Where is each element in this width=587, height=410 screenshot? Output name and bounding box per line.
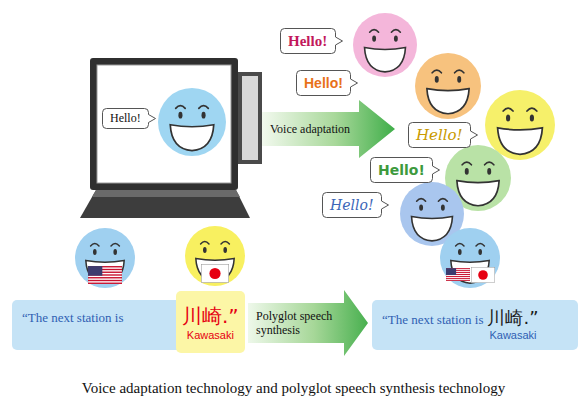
face-features [498, 108, 543, 154]
smiley-face [75, 228, 135, 288]
monitor-screen [97, 65, 231, 183]
bubble-shape [103, 109, 156, 129]
face-features [412, 199, 453, 241]
face-features [86, 244, 124, 284]
japan-flag [201, 264, 228, 282]
smiley-face [185, 226, 245, 286]
japanese-word: 川崎.” [182, 303, 239, 329]
speech-bubble: Hello! [370, 157, 440, 183]
japanese-word: 川崎.” [487, 306, 538, 329]
speech-band: “The next station is川崎.”Kawasaki [372, 300, 578, 350]
smiley-face [440, 228, 500, 288]
keyboard-top [92, 190, 240, 197]
bubble-shape [409, 123, 478, 148]
process-arrow: Voice adaptation [262, 100, 395, 158]
smiley-face [415, 53, 481, 119]
arrow-body [262, 100, 395, 158]
text-column: “The next station is [382, 312, 483, 328]
us-flag [446, 268, 470, 281]
smiley-face [485, 90, 555, 160]
process-arrow: Polyglot speech synthesis [248, 290, 368, 356]
figure-caption: Voice adaptation technology and polyglot… [0, 380, 587, 397]
english-phrase: “The next station is [22, 310, 123, 326]
bubble-shape [323, 193, 389, 218]
speech-bubble: Hello! [296, 70, 358, 96]
english-phrase: “The next station is [382, 312, 483, 328]
romanized-word: Kawasaki [187, 329, 234, 341]
speech-bubble: Hello! [102, 108, 156, 129]
speech-band: “The next station is [12, 300, 187, 350]
keyboard-base [80, 190, 250, 218]
face-features [170, 106, 214, 151]
speech-bubble: Hello! [280, 28, 343, 54]
smiley-face [353, 13, 417, 77]
arrow-label: Polyglot speech synthesis [248, 309, 336, 338]
bubble-shape [297, 71, 358, 96]
face-features [427, 70, 469, 114]
bubble-shape [371, 158, 440, 183]
bubble-text: Hello! [288, 33, 327, 49]
bubble-text: Hello! [378, 162, 425, 178]
speech-band: 川崎.”Kawasaki [176, 291, 245, 353]
text-column: 川崎.”Kawasaki [182, 303, 239, 341]
face-features [457, 162, 499, 206]
monitor-frame [90, 58, 238, 190]
speech-bubble: Hello! [322, 192, 389, 218]
arrow-body [248, 290, 368, 356]
bubble-shape [281, 29, 343, 54]
smiley-face [158, 88, 226, 156]
text-column: 川崎.”Kawasaki [483, 306, 538, 341]
bubble-text: Hello! [330, 197, 374, 213]
bubble-text: Hello! [304, 75, 343, 91]
monitor-side-panel [242, 76, 258, 160]
us-flag [88, 266, 122, 284]
speech-bubble: Hello! [408, 122, 478, 148]
romanized-word: Kawasaki [489, 329, 536, 341]
text-column: “The next station is [22, 310, 123, 326]
japan-flag [471, 267, 495, 283]
bubble-text: Hello! [110, 111, 141, 125]
face-features [365, 30, 406, 72]
arrow-label: Voice adaptation [262, 122, 350, 136]
bubble-text: Hello! [416, 126, 463, 144]
monitor-side [238, 72, 262, 164]
